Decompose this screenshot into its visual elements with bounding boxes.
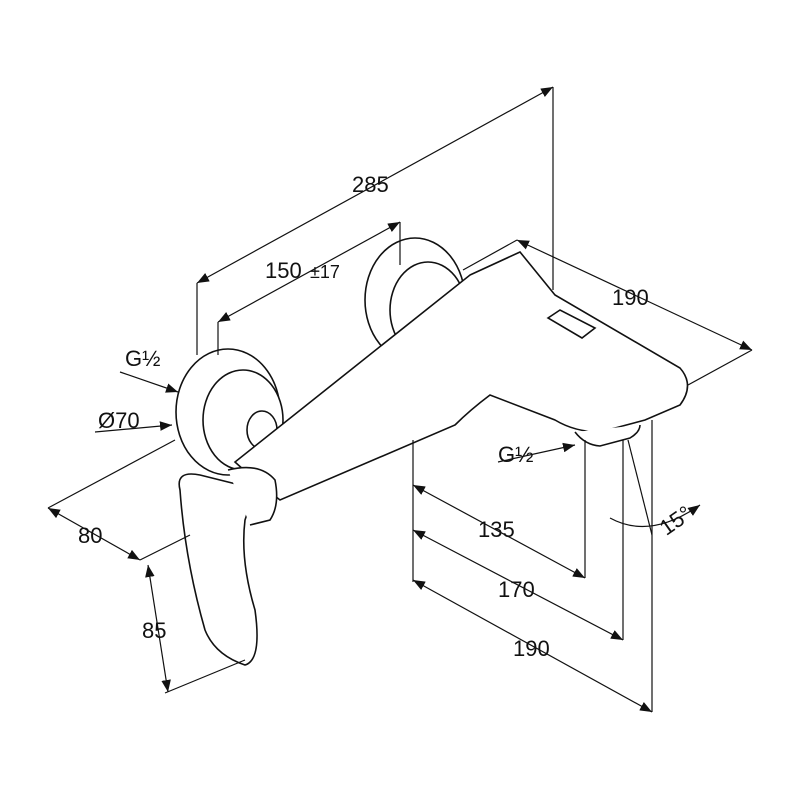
label-g-half-inlet: G½ — [125, 346, 160, 371]
label-diameter-70: Ø70 — [98, 408, 140, 433]
dim-80: 80 — [78, 523, 102, 548]
dim-135: 135 — [478, 517, 515, 542]
label-g-half-outlet: G½ — [498, 442, 533, 467]
dim-15-degrees: 15° — [655, 501, 697, 541]
dim-285: 285 — [352, 172, 389, 197]
outlet — [574, 424, 641, 447]
dim-85: 85 — [142, 618, 166, 643]
dim-170: 170 — [498, 577, 535, 602]
dim-190-top: 190 — [612, 285, 649, 310]
dim-150: 150 — [265, 258, 302, 283]
dim-190-bottom: 190 — [513, 636, 550, 661]
dimension-lines — [47, 86, 753, 713]
faucet-body — [175, 237, 689, 666]
dim-tolerance: ±17 — [310, 262, 340, 282]
